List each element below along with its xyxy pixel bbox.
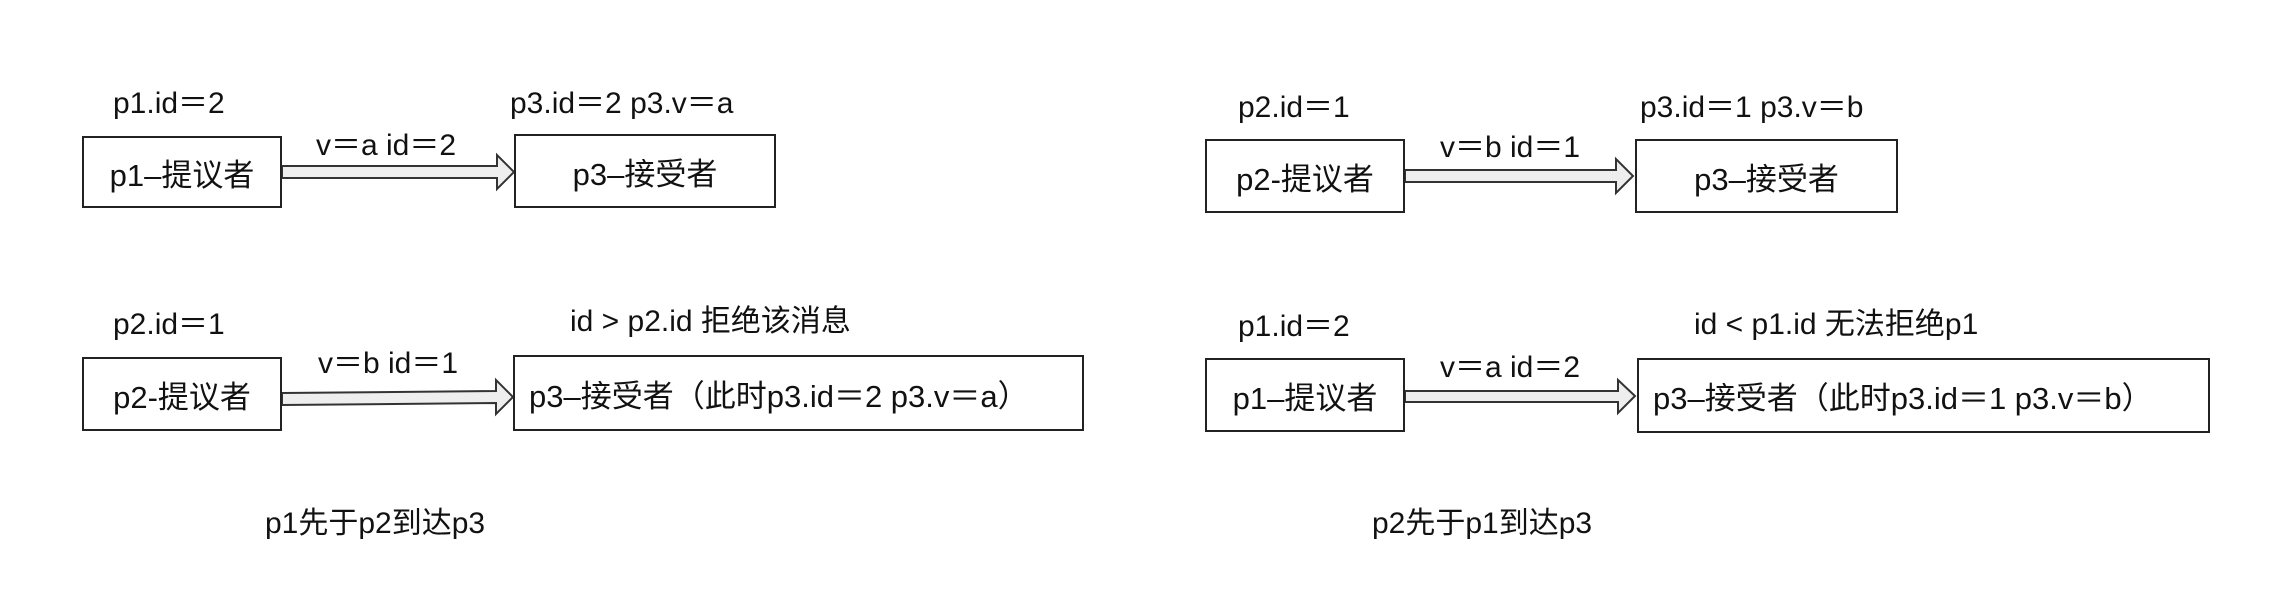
- proposer-id-label: p2.id＝1: [1238, 91, 1350, 124]
- caption: p1先于p2到达p3: [265, 507, 486, 540]
- arrow-left-top: [281, 152, 516, 192]
- acceptor-box: p3–接受者: [514, 134, 776, 208]
- acceptor-box: p3–接受者（此时p3.id＝2 p3.v＝a）: [513, 355, 1084, 431]
- caption: p2先于p1到达p3: [1372, 507, 1593, 540]
- proposer-id-label: p1.id＝2: [113, 87, 225, 120]
- acceptor-state-label: p3.id＝1 p3.v＝b: [1640, 91, 1864, 124]
- acceptor-box: p3–接受者: [1635, 139, 1898, 213]
- acceptor-state-label: p3.id＝2 p3.v＝a: [510, 87, 734, 120]
- proposer-box: p1–提议者: [1205, 358, 1405, 432]
- acceptor-state-label: id > p2.id 拒绝该消息: [570, 305, 851, 338]
- message-label: v＝a id＝2: [1440, 351, 1581, 384]
- message-label: v＝a id＝2: [316, 129, 457, 162]
- message-label: v＝b id＝1: [1440, 131, 1581, 164]
- proposer-box: p2-提议者: [1205, 139, 1405, 213]
- proposer-box: p1–提议者: [82, 136, 282, 208]
- proposer-id-label: p1.id＝2: [1238, 310, 1350, 343]
- acceptor-state-label: id < p1.id 无法拒绝p1: [1694, 308, 1979, 341]
- arrow-left-bottom: [281, 377, 515, 417]
- arrow-right-bottom: [1404, 377, 1637, 416]
- message-label: v＝b id＝1: [318, 347, 459, 380]
- proposer-id-label: p2.id＝1: [113, 308, 225, 341]
- proposer-box: p2-提议者: [82, 357, 282, 431]
- acceptor-box: p3–接受者（此时p3.id＝1 p3.v＝b）: [1637, 358, 2210, 433]
- arrow-right-top: [1404, 156, 1635, 196]
